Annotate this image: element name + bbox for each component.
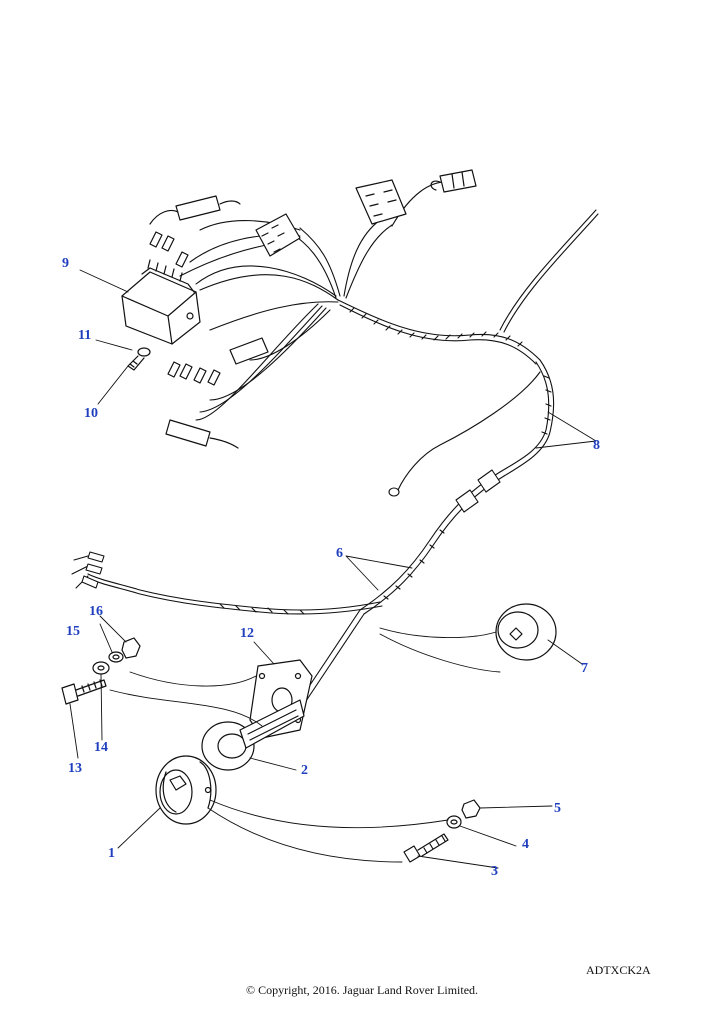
callout-13: 13: [68, 761, 82, 776]
callout-15: 15: [66, 624, 80, 639]
callout-12: 12: [240, 626, 254, 641]
callout-11: 11: [78, 328, 92, 343]
upper-harness: [179, 181, 599, 497]
callout-8: 8: [593, 438, 600, 453]
callout-4: 4: [522, 837, 529, 852]
copyright-notice: © Copyright, 2016. Jaguar Land Rover Lim…: [245, 983, 479, 997]
callout-3: 3: [491, 864, 498, 879]
callout-10: 10: [84, 406, 98, 421]
lower-harness: [71, 469, 505, 705]
relay-unit: [121, 259, 201, 345]
callout-2: 2: [301, 763, 308, 778]
harness-connector-upper: [255, 169, 477, 257]
inline-fuse-holder: [149, 195, 269, 449]
rubber-grommet: [495, 603, 557, 661]
switch-assembly: [155, 699, 305, 825]
right-fixings: [403, 799, 481, 863]
callout-9: 9: [62, 256, 69, 271]
callout-16: 16: [89, 604, 103, 619]
left-fixings: [61, 637, 141, 705]
callout-14: 14: [94, 740, 108, 755]
callout-7: 7: [581, 661, 588, 676]
spade-terminals: [149, 231, 221, 386]
callout-6: 6: [336, 546, 343, 561]
callout-1: 1: [108, 846, 115, 861]
diagram-reference-code: ADTXCK2A: [586, 963, 651, 977]
relay-fixing-screw: [127, 347, 151, 371]
callout-5: 5: [554, 801, 561, 816]
leader-lines: [69, 269, 597, 869]
